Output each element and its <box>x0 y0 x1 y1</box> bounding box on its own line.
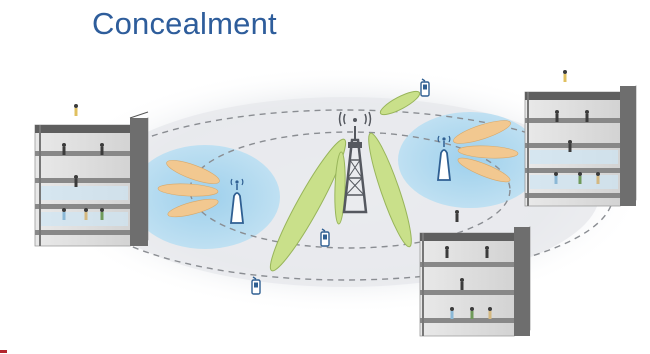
page-title: Concealment <box>92 6 277 41</box>
small-cell-icon <box>436 135 452 181</box>
lower-building-icon <box>419 226 531 337</box>
corner-marker <box>0 350 7 353</box>
right-beam-lobes <box>453 120 519 183</box>
macro-beam-lobes <box>269 90 421 272</box>
macro-tower-icon <box>338 111 372 214</box>
left-building-icon <box>34 111 149 247</box>
left-coverage-area <box>130 145 280 249</box>
small-cell-icon <box>229 178 245 224</box>
phone-icon <box>251 78 430 295</box>
right-building-icon <box>524 85 637 207</box>
left-beam-lobes <box>157 160 220 218</box>
person-icon <box>62 70 600 319</box>
inner-dashed-ring <box>189 131 511 249</box>
